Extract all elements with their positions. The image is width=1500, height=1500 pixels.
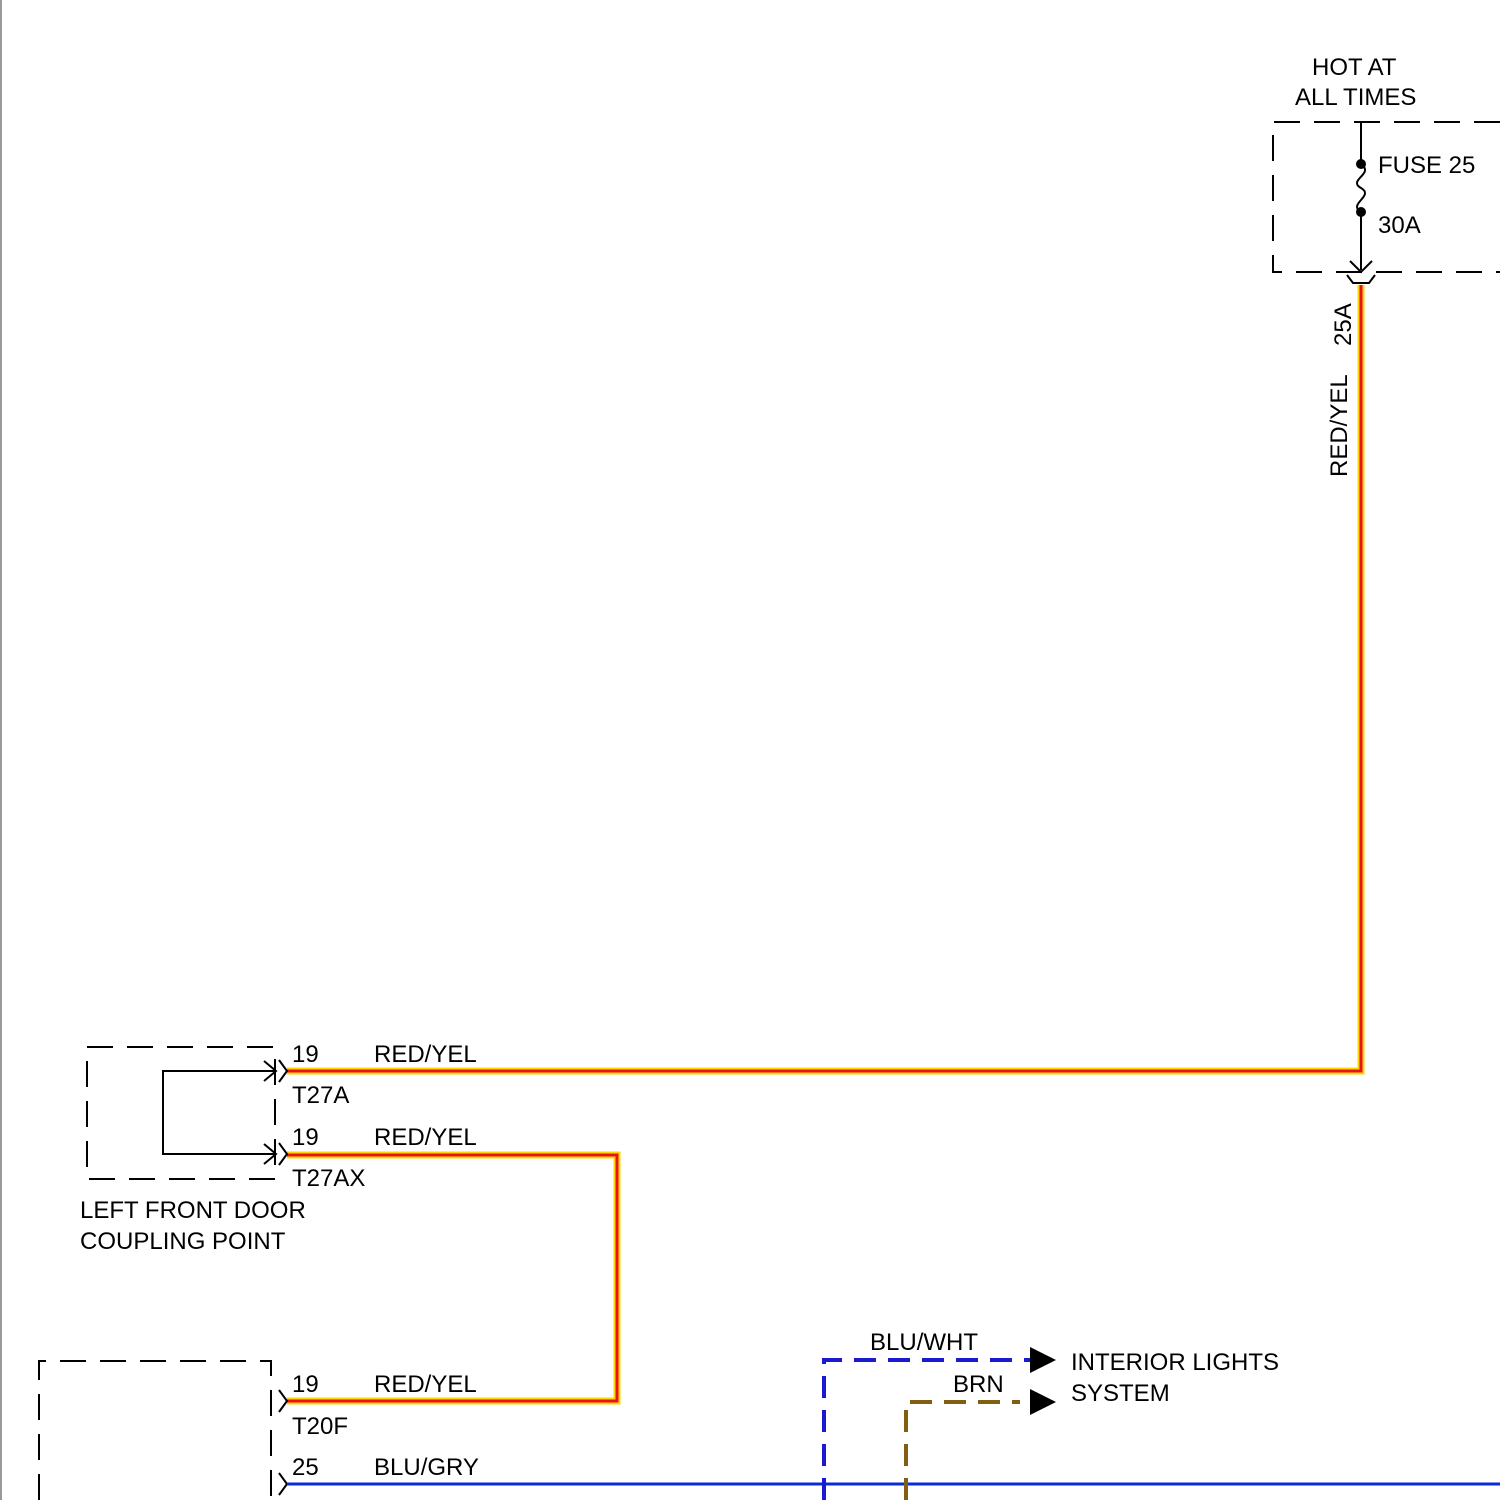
lower-wire-2: BLU/GRY xyxy=(374,1454,479,1481)
coupling-jumper xyxy=(163,1071,276,1154)
coupling-label-line2: COUPLING POINT xyxy=(80,1228,286,1255)
fuse-box-frame xyxy=(1273,122,1500,272)
coupling-connector-1-label: T27A xyxy=(292,1082,349,1109)
interior-wire-1-label: BLU/WHT xyxy=(870,1329,978,1356)
lower-module-frame xyxy=(39,1361,271,1500)
lower-wire-1: RED/YEL xyxy=(374,1371,477,1398)
fuse-symbol xyxy=(1350,122,1372,272)
coupling-frame xyxy=(87,1047,275,1179)
coupling-wire-2: RED/YEL xyxy=(374,1124,477,1151)
coupling-connector-1 xyxy=(279,1060,287,1082)
fuse-rating: 30A xyxy=(1378,212,1421,239)
vertical-wire-terminal: 25A xyxy=(1330,303,1357,346)
lower-pin-2: 25 xyxy=(292,1454,319,1481)
power-source-title-line1: HOT AT xyxy=(1312,54,1397,81)
lower-pin-1: 19 xyxy=(292,1371,319,1398)
fuse-name: FUSE 25 xyxy=(1378,152,1475,179)
interior-wire-2-label: BRN xyxy=(953,1371,1004,1398)
lower-connector-1 xyxy=(279,1390,287,1412)
coupling-label-line1: LEFT FRONT DOOR xyxy=(80,1197,306,1224)
lower-connector-2 xyxy=(279,1473,287,1495)
vertical-wire-color-label: RED/YEL xyxy=(1326,374,1353,477)
red-yel-wire-group xyxy=(287,285,1361,1401)
coupling-connector-2-label: T27AX xyxy=(292,1165,365,1192)
coupling-pin-2: 19 xyxy=(292,1124,319,1151)
interior-lights-label-line2: SYSTEM xyxy=(1071,1380,1170,1407)
interior-arrow-1 xyxy=(1030,1347,1056,1373)
fuse-connector-symbol xyxy=(1347,275,1375,283)
coupling-wire-1: RED/YEL xyxy=(374,1041,477,1068)
interior-lights-label-line1: INTERIOR LIGHTS xyxy=(1071,1349,1279,1376)
coupling-connector-2 xyxy=(279,1143,287,1165)
lower-connector-1-label: T20F xyxy=(292,1413,348,1440)
coupling-pin-1: 19 xyxy=(292,1041,319,1068)
power-source-title-line2: ALL TIMES xyxy=(1295,84,1416,111)
interior-arrow-2 xyxy=(1030,1389,1056,1415)
